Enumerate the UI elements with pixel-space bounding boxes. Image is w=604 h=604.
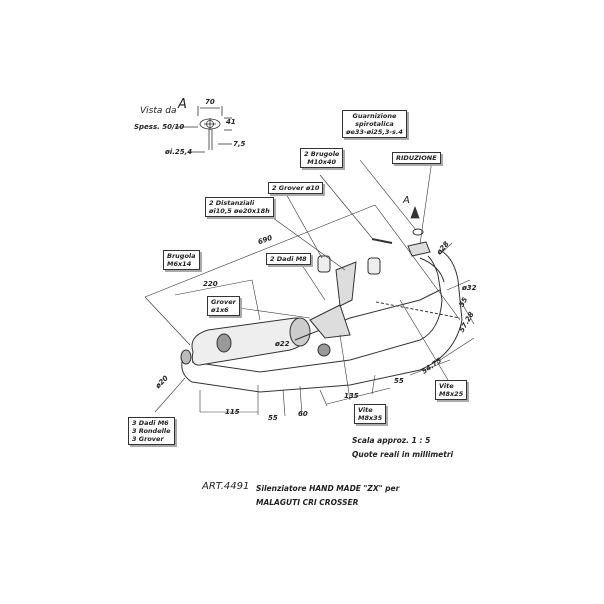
units-text: Quote reali in millimetri — [352, 450, 454, 459]
dim-32: ø32 — [462, 284, 477, 292]
dim-60: 60 — [298, 410, 308, 418]
exhaust-body — [180, 228, 463, 393]
dim-41: 41 — [226, 118, 236, 126]
dim-inner-diameter: øi.25,4 — [165, 148, 193, 156]
vehicle-model: MALAGUTI CRI CROSSER — [256, 498, 359, 507]
callout-dadi-m8: 2 Dadi M8 — [266, 253, 311, 265]
callout-grover-10: 2 Grover ø10 — [268, 182, 324, 194]
dim-135: 135 — [344, 392, 359, 400]
dim-115: 115 — [225, 408, 240, 416]
arrow-a-label: A — [403, 195, 410, 206]
view-letter: A — [178, 97, 187, 112]
scale-text: Scala approz. 1 : 5 — [352, 436, 431, 445]
callout-riduzione: RIDUZIONE — [392, 152, 441, 164]
dimension-lines — [144, 159, 475, 417]
thickness-label: Spess. 50/10 — [134, 123, 185, 131]
view-a-detail — [175, 106, 232, 153]
dim-7-5: 7,5 — [233, 140, 246, 148]
product-description: Silenziatore HAND MADE "ZX" per — [256, 484, 400, 493]
dim-55-b: 55 — [394, 377, 404, 385]
dim-70: 70 — [205, 98, 215, 106]
article-number: ART.4491 — [202, 481, 250, 492]
arrow-a — [410, 205, 420, 219]
view-title: Vista da — [140, 106, 177, 116]
dim-220: 220 — [203, 280, 218, 288]
dim-55-a: 55 — [268, 414, 278, 422]
dim-22: ø22 — [275, 340, 290, 348]
